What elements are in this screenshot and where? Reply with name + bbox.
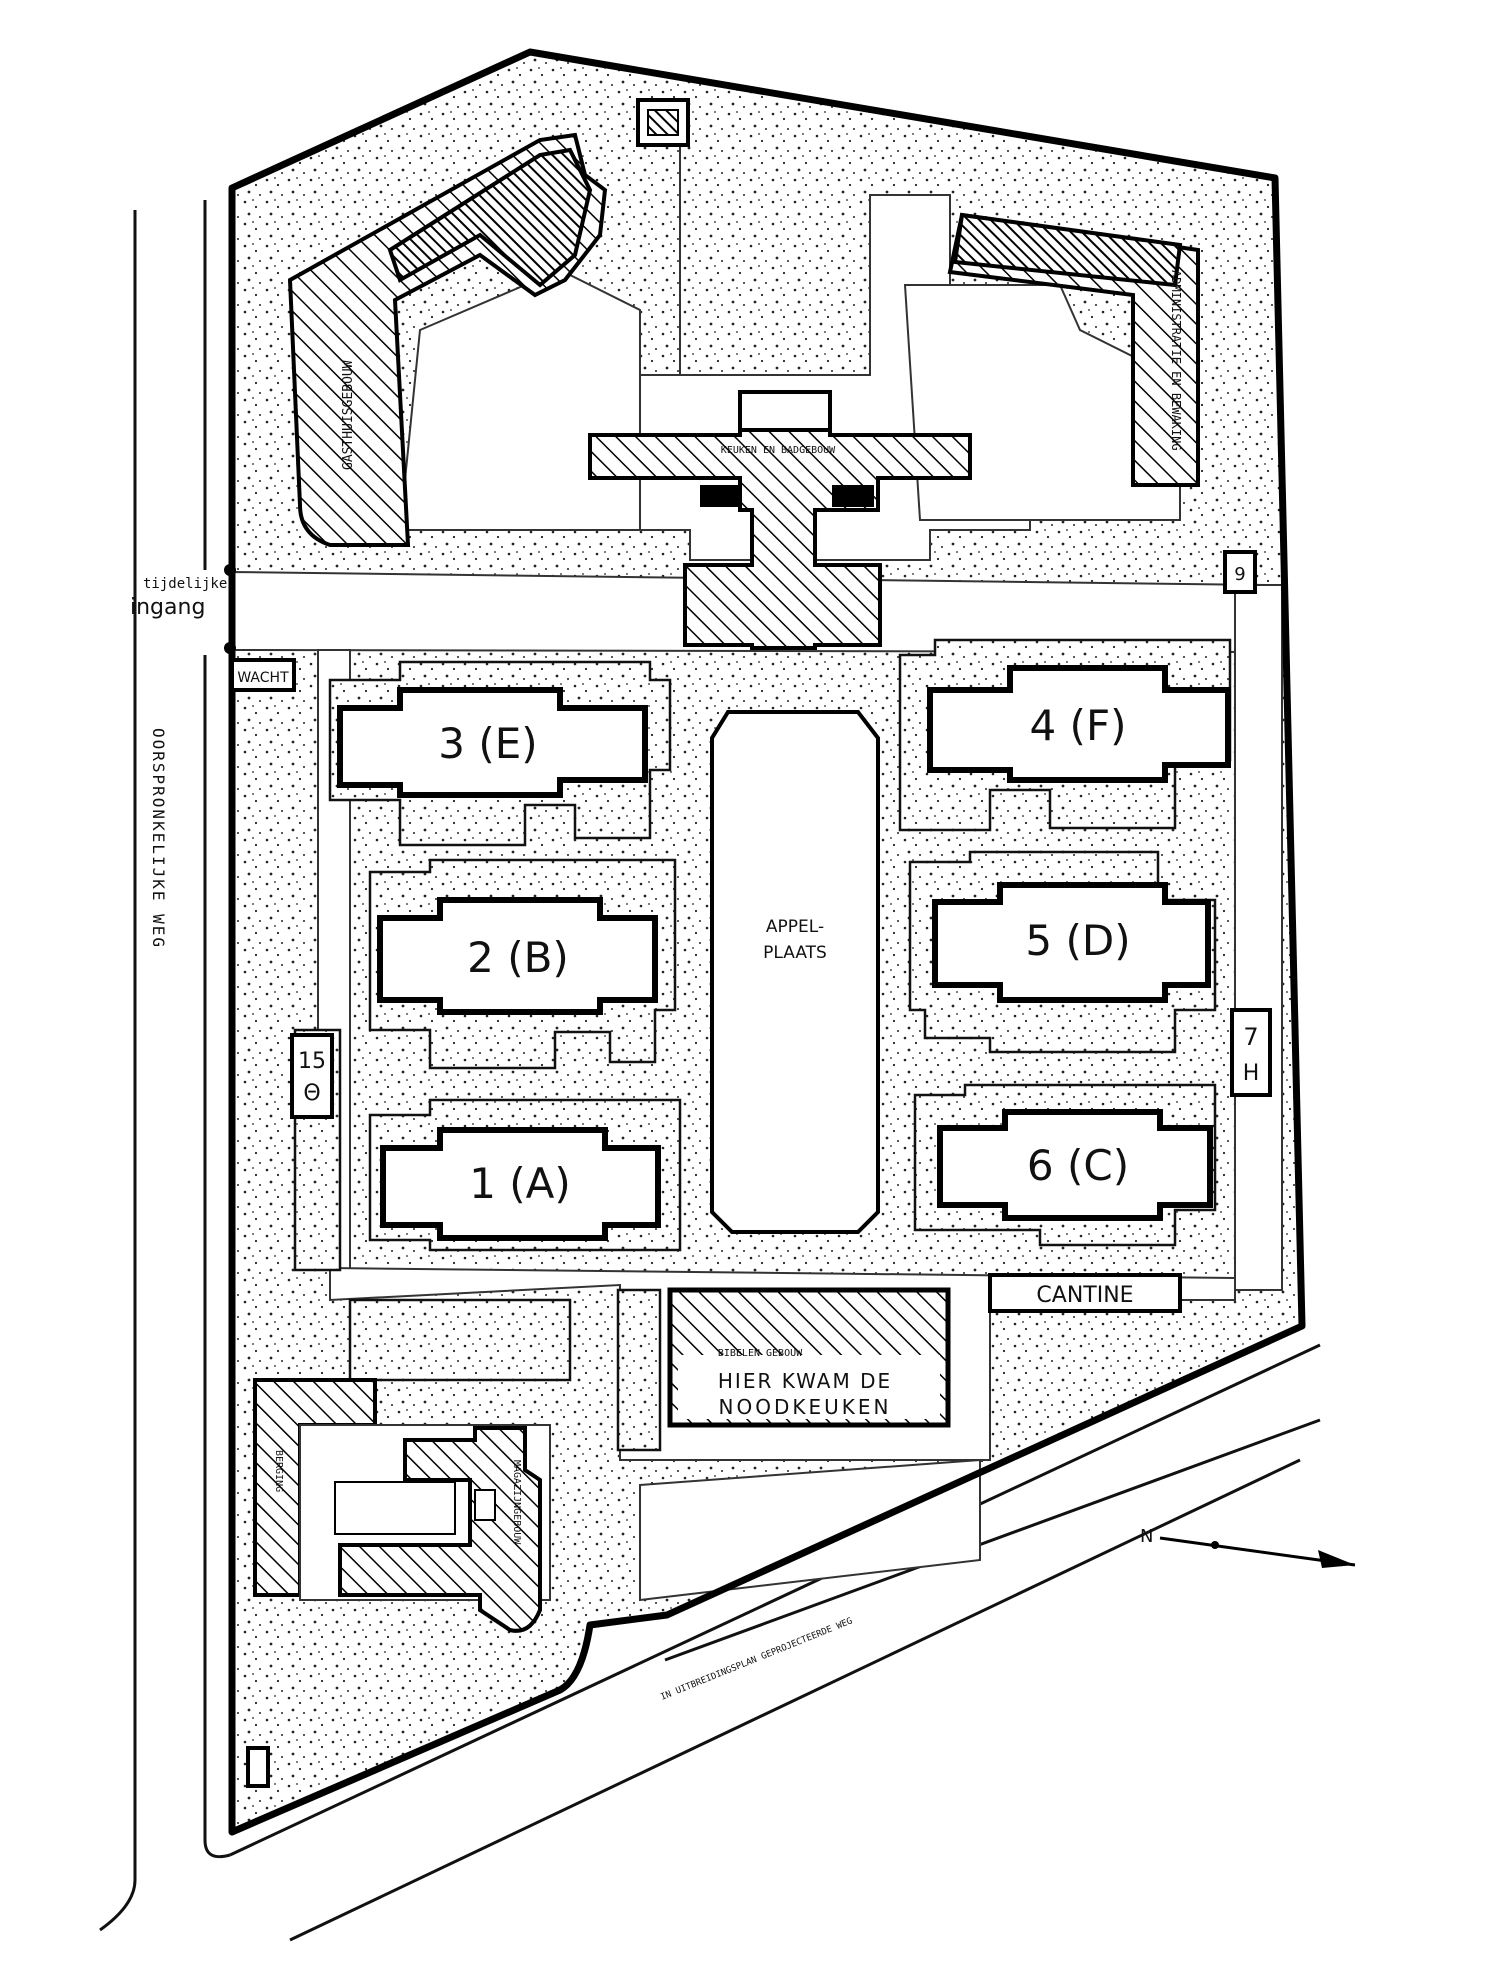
magazine-building xyxy=(338,1426,542,1633)
kitchen-annex xyxy=(738,390,832,432)
camp-fence xyxy=(228,48,1306,1836)
assembly-square-label-line1: APPEL- xyxy=(766,917,824,937)
north-label: N xyxy=(1140,1526,1153,1547)
magazine-small-block xyxy=(474,1489,496,1521)
barrack-4-label: 4 (F) xyxy=(1029,701,1126,750)
barrack-2-label: 2 (B) xyxy=(467,933,569,982)
barrack-3: 3 (E) xyxy=(337,687,648,798)
administration-label: ADMINISTRATIE EN BEWAKING xyxy=(1169,270,1183,451)
magazine-label: MAGAZIJNGEBOUW xyxy=(511,1460,522,1545)
west-road-label: OORSPRONKELIJKE WEG xyxy=(149,728,168,949)
emergency-kitchen-line2: NOODKEUKEN xyxy=(719,1395,892,1419)
small-building-7: 7 H xyxy=(1230,1008,1272,1097)
emergency-kitchen-line1: HIER KWAM DE xyxy=(718,1369,892,1393)
north-arrow: N xyxy=(1140,1526,1356,1568)
small-building-7-letter: H xyxy=(1243,1061,1260,1086)
gate-post-north xyxy=(224,564,236,576)
storage-label: BERGING xyxy=(273,1450,284,1492)
barrack-6: 6 (C) xyxy=(937,1109,1213,1221)
small-building-15-number: 15 xyxy=(298,1049,326,1074)
hospital-wing xyxy=(387,147,593,288)
guardhouse-label: WACHT xyxy=(237,670,289,686)
south-road-label: IN UITBREIDINGSPLAN GEPROJECTEERDE WEG xyxy=(659,1616,854,1702)
emergency-kitchen-building-label: BIBELEN GEBOUW xyxy=(718,1348,803,1359)
kitchen-stove-left xyxy=(700,485,742,507)
administration-wing xyxy=(952,212,1183,288)
hospital-label: GASTHUISGEBOUW xyxy=(341,360,356,470)
canteen xyxy=(988,1273,1182,1313)
north-sentry-box-fill xyxy=(647,109,679,136)
entrance-label: ingang xyxy=(130,595,205,620)
assembly-square xyxy=(710,710,880,1234)
kitchen-stove-right xyxy=(832,485,874,507)
small-building-7-number: 7 xyxy=(1243,1023,1258,1051)
small-building-15: 15 Θ xyxy=(290,1033,334,1119)
barrack-1: 1 (A) xyxy=(380,1127,661,1241)
original-road xyxy=(99,200,231,1932)
barrack-5-label: 5 (D) xyxy=(1025,916,1130,965)
small-building-15-letter: Θ xyxy=(303,1081,320,1106)
barrack-2: 2 (B) xyxy=(377,897,658,1015)
barrack-6-label: 6 (C) xyxy=(1027,1141,1129,1190)
assembly-square-label-line2: PLAATS xyxy=(763,943,827,963)
kitchen-bathhouse-label: KEUKEN EN BADGEBOUW xyxy=(721,445,836,456)
barrack-4: 4 (F) xyxy=(927,665,1231,783)
entrance-small-label: tijdelijke xyxy=(143,576,227,592)
projected-road xyxy=(229,1343,1321,1942)
barrack-3-label: 3 (E) xyxy=(438,719,537,768)
canteen-label: CANTINE xyxy=(1036,1283,1133,1308)
gate-post-south xyxy=(224,642,236,654)
guardhouse xyxy=(230,658,296,692)
small-building-9: 9 xyxy=(1223,550,1257,594)
barrack-1-label: 1 (A) xyxy=(469,1159,571,1208)
barrack-5: 5 (D) xyxy=(932,882,1211,1003)
corner-hut xyxy=(246,1746,270,1788)
magazine-white-block xyxy=(334,1481,456,1535)
emergency-kitchen: BIBELEN GEBOUW HIER KWAM DE NOODKEUKEN xyxy=(667,1287,951,1428)
kitchen-bathhouse xyxy=(588,416,972,650)
small-building-9-number: 9 xyxy=(1234,564,1245,585)
